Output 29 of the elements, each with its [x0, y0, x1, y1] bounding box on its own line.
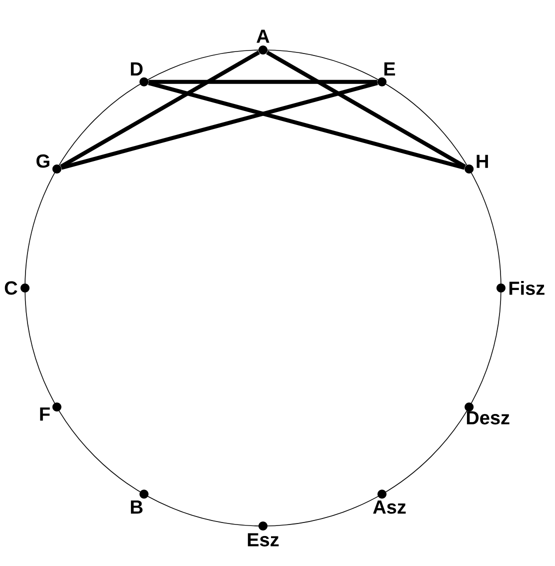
dot: [140, 77, 148, 86]
chord-line: [148, 81, 466, 170]
dot: [378, 77, 386, 86]
dot: [464, 402, 474, 412]
note-label: D: [130, 62, 143, 76]
chord-line: [60, 81, 378, 170]
note-label: F: [40, 408, 50, 421]
note-label: H: [476, 154, 488, 168]
dot: [140, 490, 148, 499]
dot: [464, 164, 474, 174]
note-label: C: [4, 281, 18, 295]
note-label: Esz: [248, 533, 279, 546]
note-label: E: [384, 62, 396, 76]
dot: [258, 46, 268, 54]
note-label: Fisz: [509, 281, 544, 295]
note-label: Asz: [373, 500, 406, 514]
dot: [258, 522, 268, 530]
dot: [378, 490, 386, 499]
note-label: B: [130, 500, 143, 514]
note-label: G: [36, 154, 50, 168]
chord-line: [266, 50, 466, 168]
dot: [20, 284, 30, 292]
chord-line: [60, 50, 260, 168]
note-label: A: [256, 30, 270, 43]
note-label: Desz: [466, 411, 510, 424]
dot: [52, 402, 62, 412]
dot: [496, 284, 506, 292]
chord-line: [148, 80, 378, 84]
dot: [52, 164, 62, 174]
